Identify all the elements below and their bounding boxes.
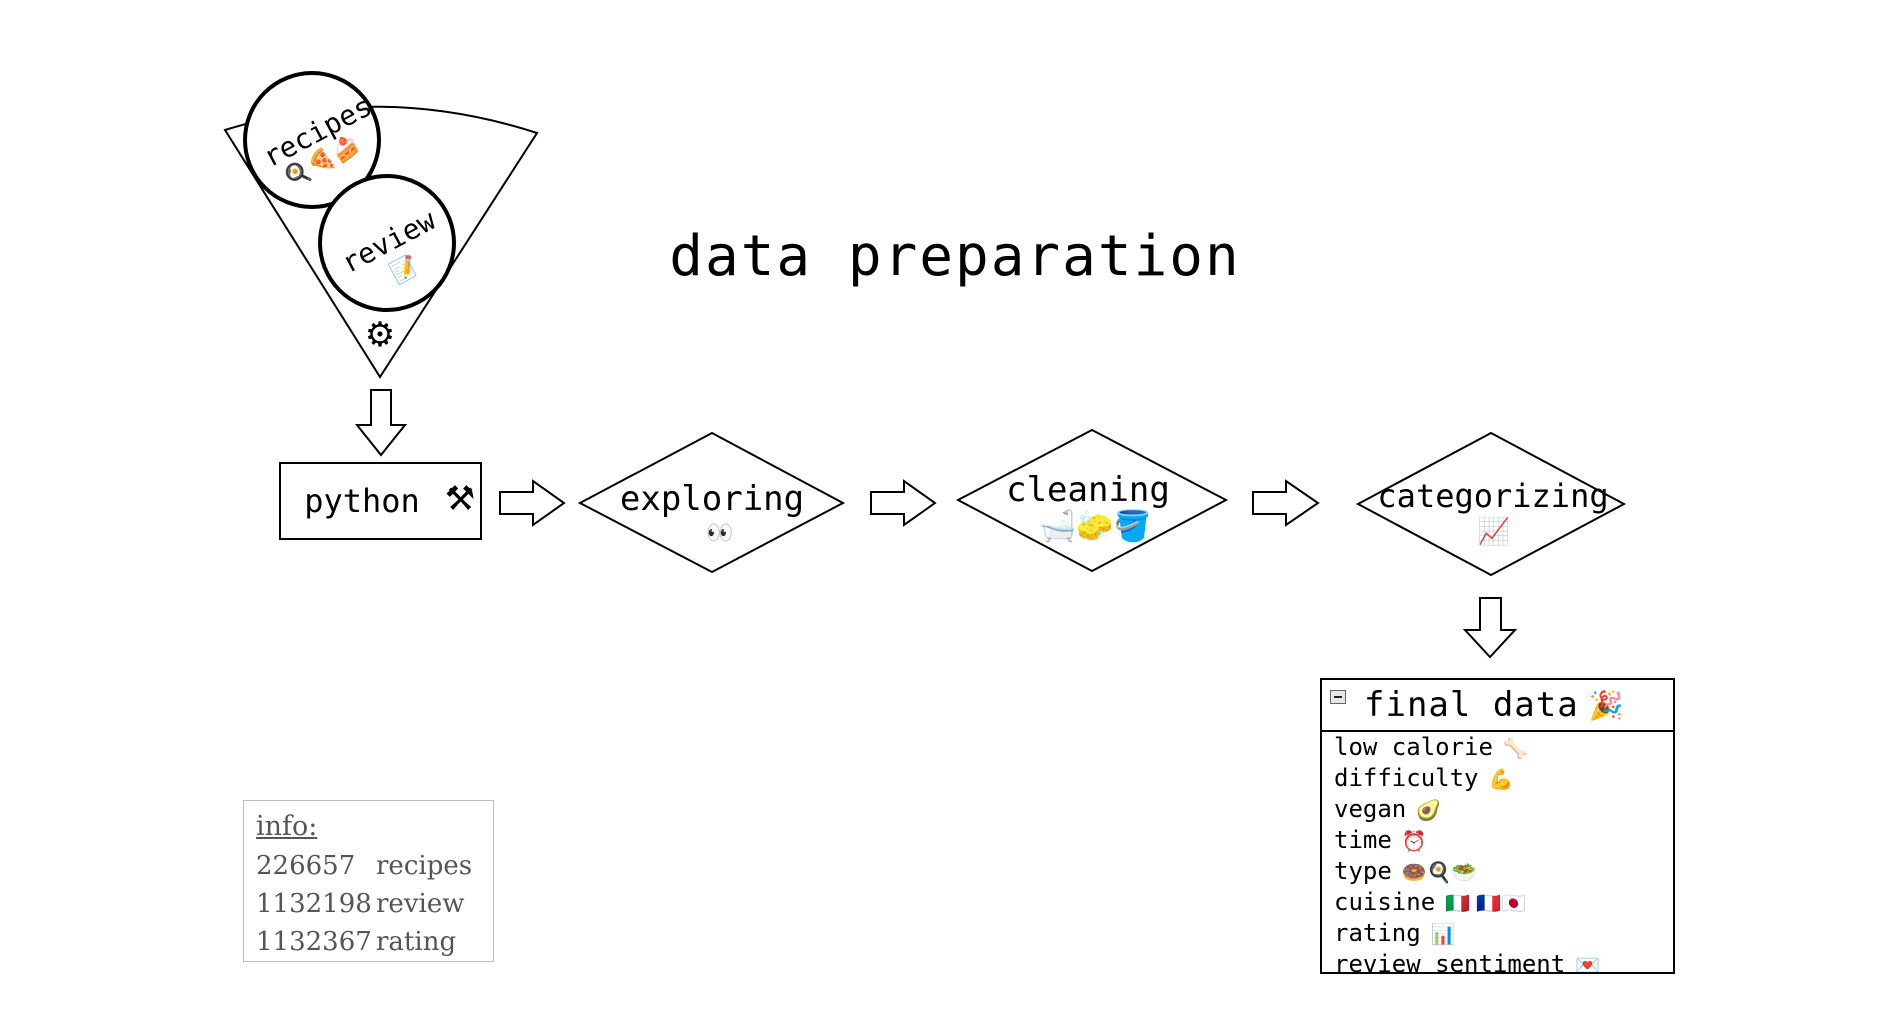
list-item: vegan 🥑 (1334, 794, 1673, 825)
final-data-header: final data 🎉 (1322, 680, 1673, 732)
chart-up-icon: 📈 (1478, 516, 1510, 547)
info-row-recipes: 226657 recipes (256, 847, 481, 885)
arrow-right-2 (870, 479, 937, 527)
love-letter-icon: 💌 (1575, 953, 1601, 974)
item-label: rating (1334, 919, 1421, 947)
gear-icon: ⚙ (365, 315, 395, 355)
list-item: low calorie 🦴 (1334, 732, 1673, 763)
info-panel: info: 226657 recipes 1132198 review 1132… (243, 800, 494, 962)
info-count: 1132367 (256, 927, 372, 957)
list-item: difficulty 💪 (1334, 763, 1673, 794)
python-label: python (304, 482, 420, 520)
info-count: 1132198 (256, 889, 372, 919)
item-label: low calorie (1334, 733, 1493, 761)
step-exploring: exploring 👀 (577, 431, 846, 574)
flag-icons: 🇮🇹 🇫🇷🇯🇵 (1445, 891, 1527, 915)
info-row-review: 1132198 review (256, 885, 481, 923)
cleaning-icons: 🛁🧽🪣 (1039, 508, 1151, 544)
item-label: difficulty (1334, 764, 1479, 792)
bone-icon: 🦴 (1502, 736, 1528, 760)
avocado-icon: 🥑 (1416, 798, 1442, 822)
item-label: vegan (1334, 795, 1407, 823)
arrow-down-funnel (354, 389, 408, 457)
flexed-biceps-icon: 💪 (1488, 767, 1514, 791)
list-item: rating 📊 (1334, 918, 1673, 949)
arrow-down-final (1462, 597, 1518, 659)
bar-chart-icon: 📊 (1430, 922, 1456, 946)
list-item: time ⏰ (1334, 825, 1673, 856)
data-source-funnel: recipes 🍳🍕🍰 review 📝 ⚙ (223, 71, 539, 379)
step-python: python ⚒ (279, 462, 482, 540)
final-data-panel: final data 🎉 low calorie 🦴 difficulty 💪 ve… (1320, 678, 1675, 974)
item-label: cuisine (1334, 888, 1436, 916)
list-item: review sentiment 💌 (1334, 949, 1673, 974)
step-categorizing: categorizing 📈 (1355, 431, 1627, 577)
info-label: review (376, 889, 465, 919)
collapse-icon[interactable] (1330, 690, 1346, 704)
info-row-rating: 1132367 rating (256, 923, 481, 961)
alarm-clock-icon: ⏰ (1401, 829, 1427, 853)
info-count: 226657 (256, 851, 356, 881)
item-label: type (1334, 857, 1392, 885)
categorizing-label: categorizing (1377, 477, 1608, 515)
info-title: info: (256, 811, 318, 842)
cleaning-label: cleaning (1006, 470, 1170, 510)
arrow-right-3 (1252, 479, 1320, 527)
arrow-right-1 (499, 479, 566, 527)
item-label: review sentiment (1334, 950, 1566, 974)
hammer-wrench-icon: ⚒ (445, 479, 475, 519)
item-label: time (1334, 826, 1392, 854)
final-data-title: final data (1364, 685, 1579, 725)
eyes-icon: 👀 (706, 521, 733, 546)
final-data-list: low calorie 🦴 difficulty 💪 vegan 🥑 time ⏰ ty… (1322, 732, 1673, 974)
info-label: recipes (376, 851, 473, 881)
page-title: data preparation (669, 224, 1240, 289)
info-label: rating (376, 927, 457, 957)
review-source: review 📝 (318, 174, 456, 312)
food-type-icons: 🍩🍳🥗 (1401, 860, 1477, 884)
list-item: cuisine 🇮🇹 🇫🇷🇯🇵 (1334, 887, 1673, 918)
party-popper-icon: 🎉 (1588, 688, 1624, 722)
list-item: type 🍩🍳🥗 (1334, 856, 1673, 887)
exploring-label: exploring (620, 479, 804, 519)
recipes-source: recipes 🍳🍕🍰 (243, 71, 381, 209)
step-cleaning: cleaning 🛁🧽🪣 (955, 428, 1229, 573)
